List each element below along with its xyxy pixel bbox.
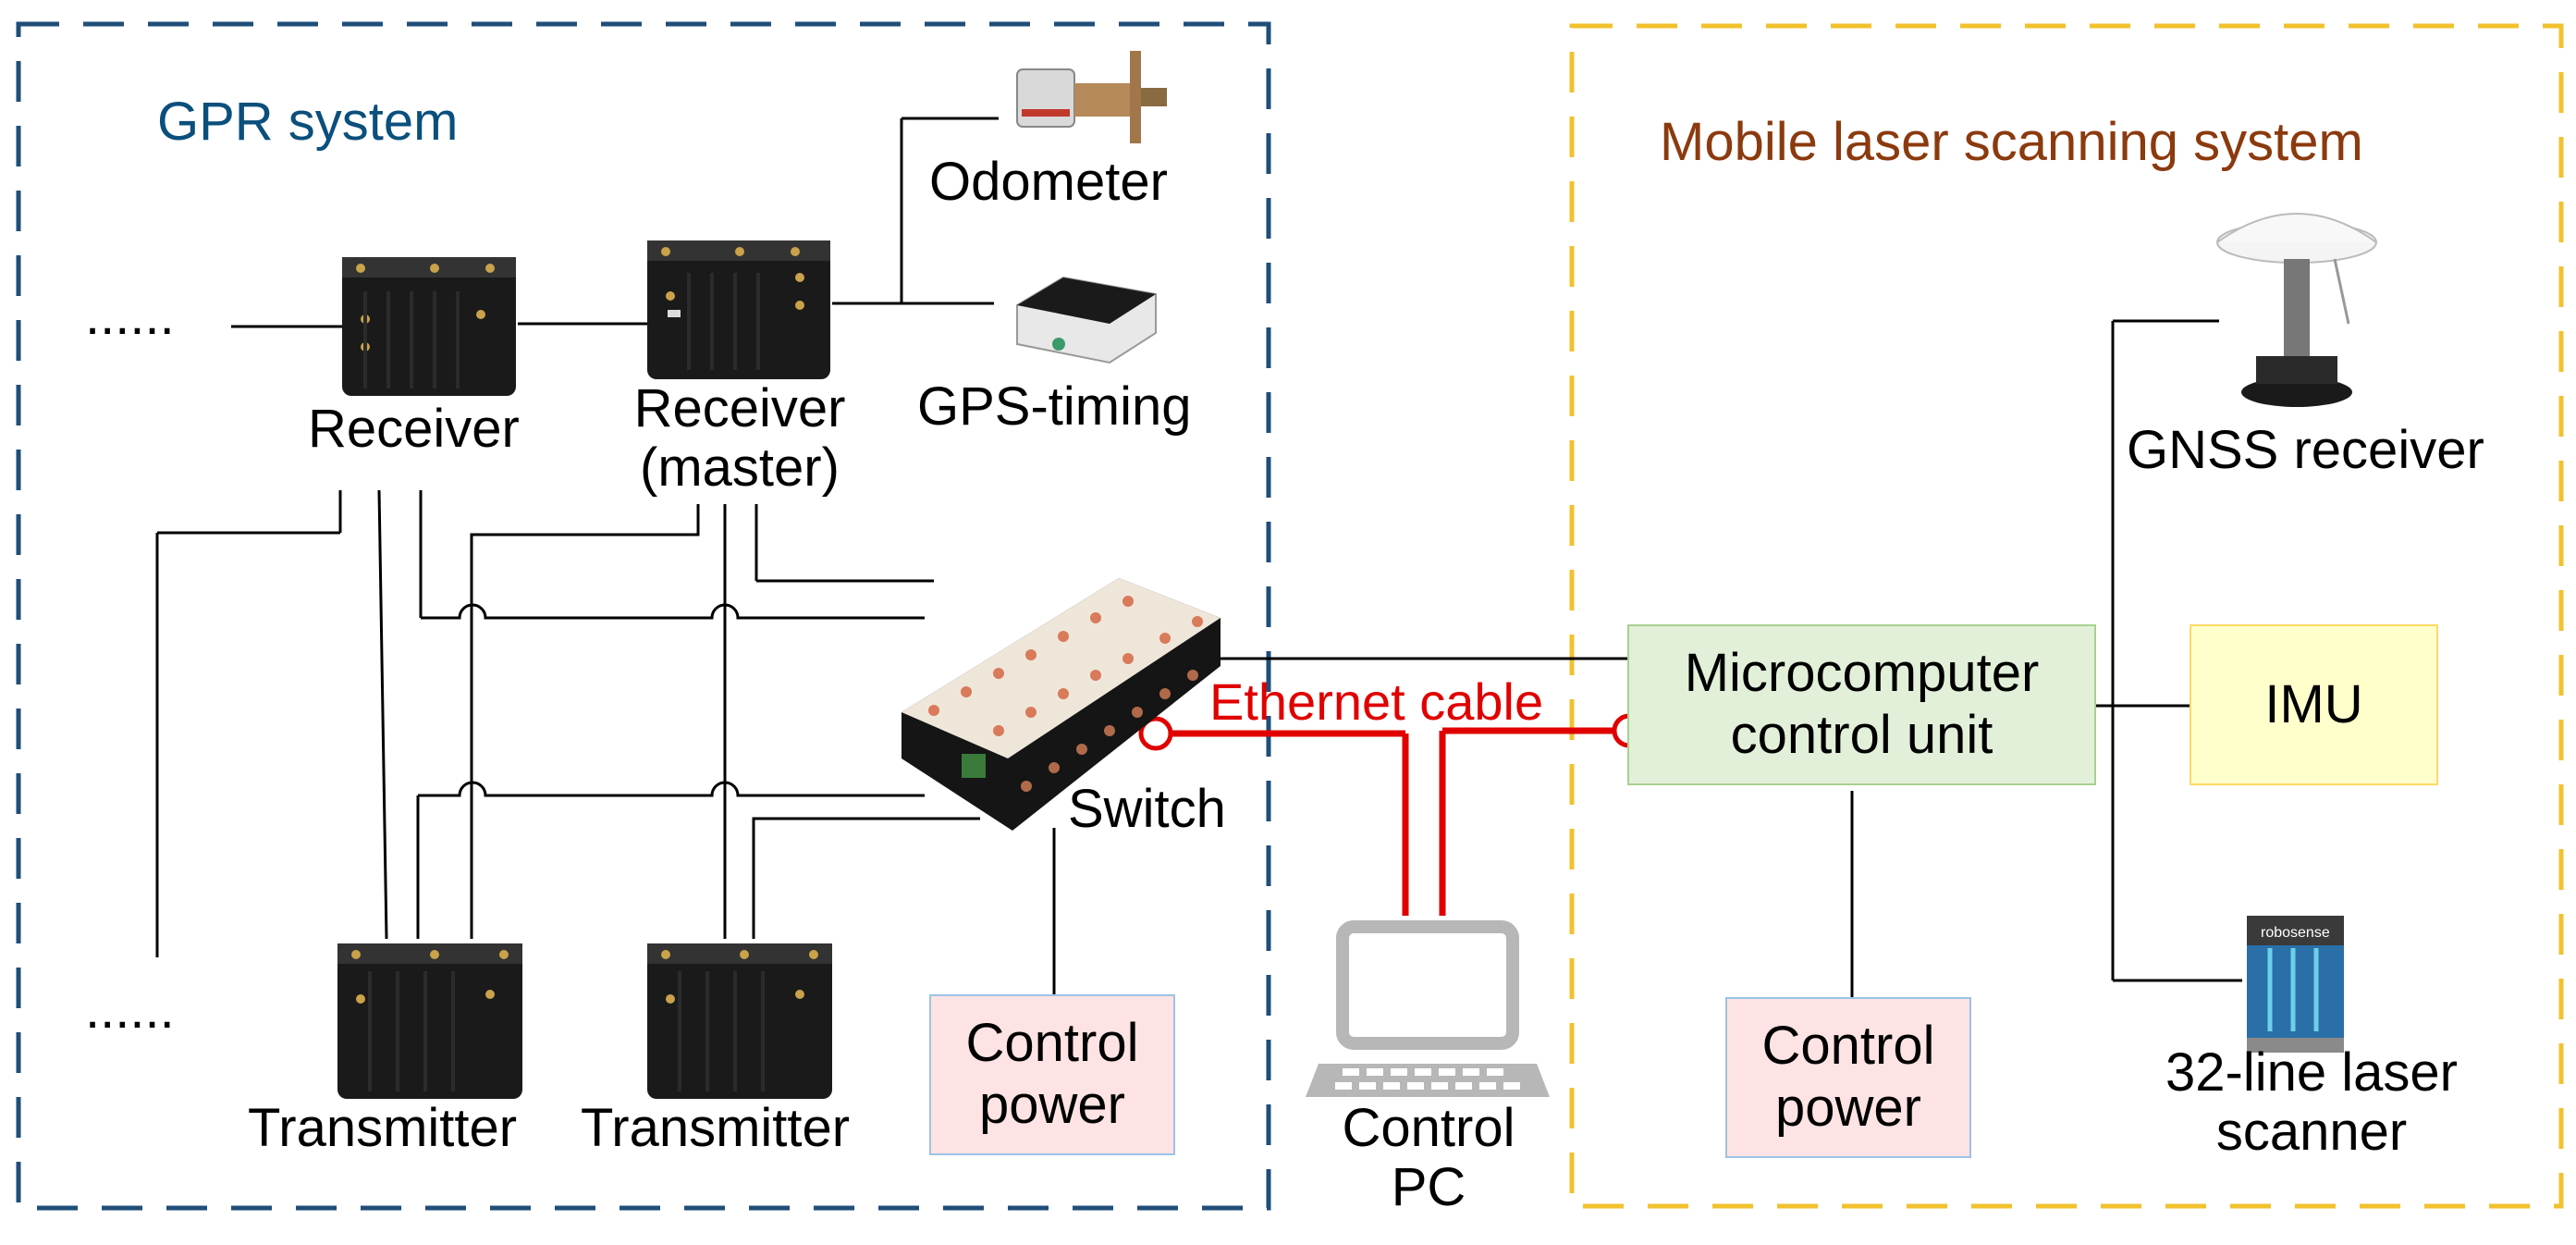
laser-scanner-label: 32-line laser scanner bbox=[2127, 1043, 2496, 1162]
gps-timing-device bbox=[1016, 276, 1157, 364]
scanner-brand-text: robosense bbox=[2261, 925, 2330, 941]
gpr-control-power-box: Control power bbox=[929, 994, 1175, 1155]
gpr-control-power-line1: Control bbox=[965, 1013, 1139, 1074]
ellipsis-top: ...... bbox=[85, 286, 175, 346]
imu-label: IMU bbox=[2264, 673, 2363, 734]
gpr-system-title: GPR system bbox=[157, 92, 459, 152]
odometer-device bbox=[1016, 51, 1167, 143]
micro-line2: control unit bbox=[1730, 705, 1993, 765]
transmitter-1-label: Transmitter bbox=[248, 1098, 518, 1158]
imu-box: IMU bbox=[2190, 624, 2438, 785]
receiver-master-line1: Receiver bbox=[633, 378, 846, 438]
receiver-device bbox=[342, 257, 516, 396]
scanner-line1: 32-line laser bbox=[2165, 1042, 2458, 1103]
ellipsis-bottom: ...... bbox=[85, 980, 175, 1040]
odometer-label: Odometer bbox=[929, 152, 1168, 212]
laptop-icon bbox=[1306, 920, 1550, 1097]
mls-system-boundary bbox=[1569, 23, 2564, 1209]
mls-system-title: Mobile laser scanning system bbox=[1660, 112, 2363, 172]
ethernet-cable-lines bbox=[1172, 727, 1613, 916]
transmitter-device-2 bbox=[647, 943, 832, 1099]
gnss-receiver-device bbox=[2216, 213, 2377, 407]
gpr-system-boundary bbox=[16, 21, 1271, 1211]
mls-wiring bbox=[1182, 319, 2242, 999]
transmitter-device-1 bbox=[337, 943, 522, 1099]
receiver-master-device bbox=[647, 240, 830, 379]
receiver-label: Receiver bbox=[308, 399, 520, 459]
control-pc-label: Control PC bbox=[1294, 1099, 1563, 1217]
mls-control-power-line2: power bbox=[1775, 1078, 1921, 1138]
gnss-receiver-label: GNSS receiver bbox=[2127, 420, 2484, 480]
control-pc-line1: Control bbox=[1342, 1098, 1515, 1158]
microcomputer-control-unit-box: Microcomputer control unit bbox=[1627, 624, 2096, 785]
gpr-control-power-line2: power bbox=[979, 1075, 1125, 1135]
switch-device bbox=[902, 578, 1221, 831]
gps-timing-label: GPS-timing bbox=[917, 376, 1192, 437]
scanner-line2: scanner bbox=[2215, 1101, 2408, 1162]
ethernet-cable-label: Ethernet cable bbox=[1209, 672, 1544, 731]
receiver-master-line2: (master) bbox=[640, 437, 840, 498]
micro-line1: Microcomputer bbox=[1684, 643, 2040, 704]
ethernet-port-switch bbox=[1138, 716, 1173, 751]
receiver-master-label: Receiver (master) bbox=[615, 379, 865, 498]
control-pc-line2: PC bbox=[1391, 1156, 1466, 1217]
laser-scanner-device bbox=[2247, 916, 2344, 1053]
transmitter-2-label: Transmitter bbox=[581, 1098, 851, 1158]
mls-control-power-box: Control power bbox=[1725, 997, 1971, 1158]
switch-label: Switch bbox=[1068, 779, 1226, 839]
mls-control-power-line1: Control bbox=[1761, 1016, 1935, 1077]
gpr-wiring bbox=[155, 117, 1637, 994]
